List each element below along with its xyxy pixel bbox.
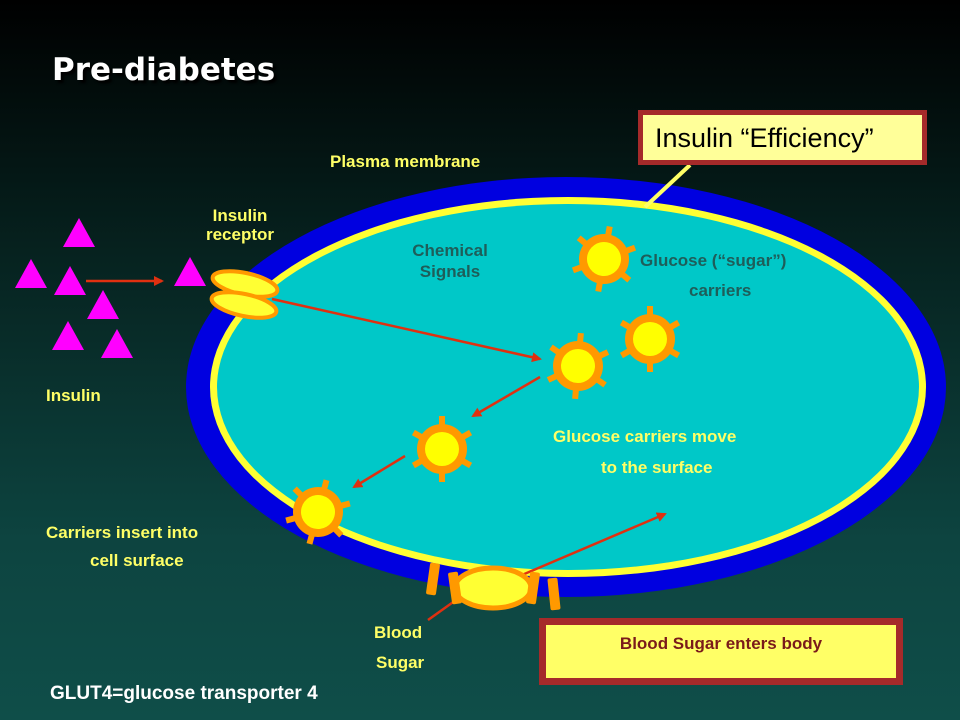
- blood-sugar-label-line1: Blood: [374, 623, 423, 642]
- insulin-efficiency-callout: Insulin “Efficiency”: [638, 110, 927, 165]
- glucose-carrier: [411, 416, 473, 482]
- efficiency-pointer: [643, 163, 692, 209]
- blood-sugar-enters-callout: Blood Sugar enters body: [539, 618, 903, 685]
- plasma-membrane-label: Plasma membrane: [330, 152, 481, 171]
- carriers-move-label-line1: Glucose carriers move: [553, 427, 737, 446]
- insulin-receptor: [209, 269, 280, 320]
- arrow-receptor-to-carrier: [271, 297, 542, 363]
- carriers-insert-label-line2: cell surface: [90, 551, 184, 570]
- glut4-footnote: GLUT4=glucose transporter 4: [50, 683, 318, 704]
- glucose-carrier: [285, 479, 351, 545]
- chemical-signals-label: Chemical Signals: [412, 241, 488, 281]
- blood-sugar-enters-text: Blood Sugar enters body: [619, 634, 823, 653]
- insulin-molecules: [15, 218, 206, 358]
- glucose-carrier: [546, 332, 610, 400]
- arrows: [86, 276, 667, 622]
- insulin-triangle: [101, 329, 133, 358]
- insulin-triangle: [174, 257, 206, 286]
- slide-title: Pre-diabetes: [52, 52, 276, 88]
- glucose-carriers-label-line2: carriers: [689, 281, 752, 300]
- insulin-triangle: [87, 290, 119, 319]
- insulin-triangle: [54, 266, 86, 295]
- blood-sugar-label-line2: Sugar: [376, 653, 425, 672]
- arrow-blood-sugar-entry: [521, 512, 667, 577]
- insulin-receptor-label: Insulin receptor: [205, 206, 275, 244]
- insulin-label: Insulin: [46, 386, 101, 405]
- carriers-insert-label-line1: Carriers insert into: [46, 523, 199, 542]
- surface-transporter: [426, 562, 561, 611]
- insulin-triangle: [15, 259, 47, 288]
- glucose-carrier: [571, 225, 637, 293]
- glucose-carriers: [285, 225, 681, 545]
- insulin-triangle: [63, 218, 95, 247]
- glucose-carrier: [619, 306, 681, 372]
- glucose-carriers-label-line1: Glucose (“sugar”): [640, 251, 787, 270]
- insulin-triangle: [52, 321, 84, 350]
- carriers-move-label-line2: to the surface: [601, 458, 713, 477]
- arrow-carrier-to-carrier: [471, 375, 541, 418]
- arrow-carrier-to-surface: [352, 454, 406, 489]
